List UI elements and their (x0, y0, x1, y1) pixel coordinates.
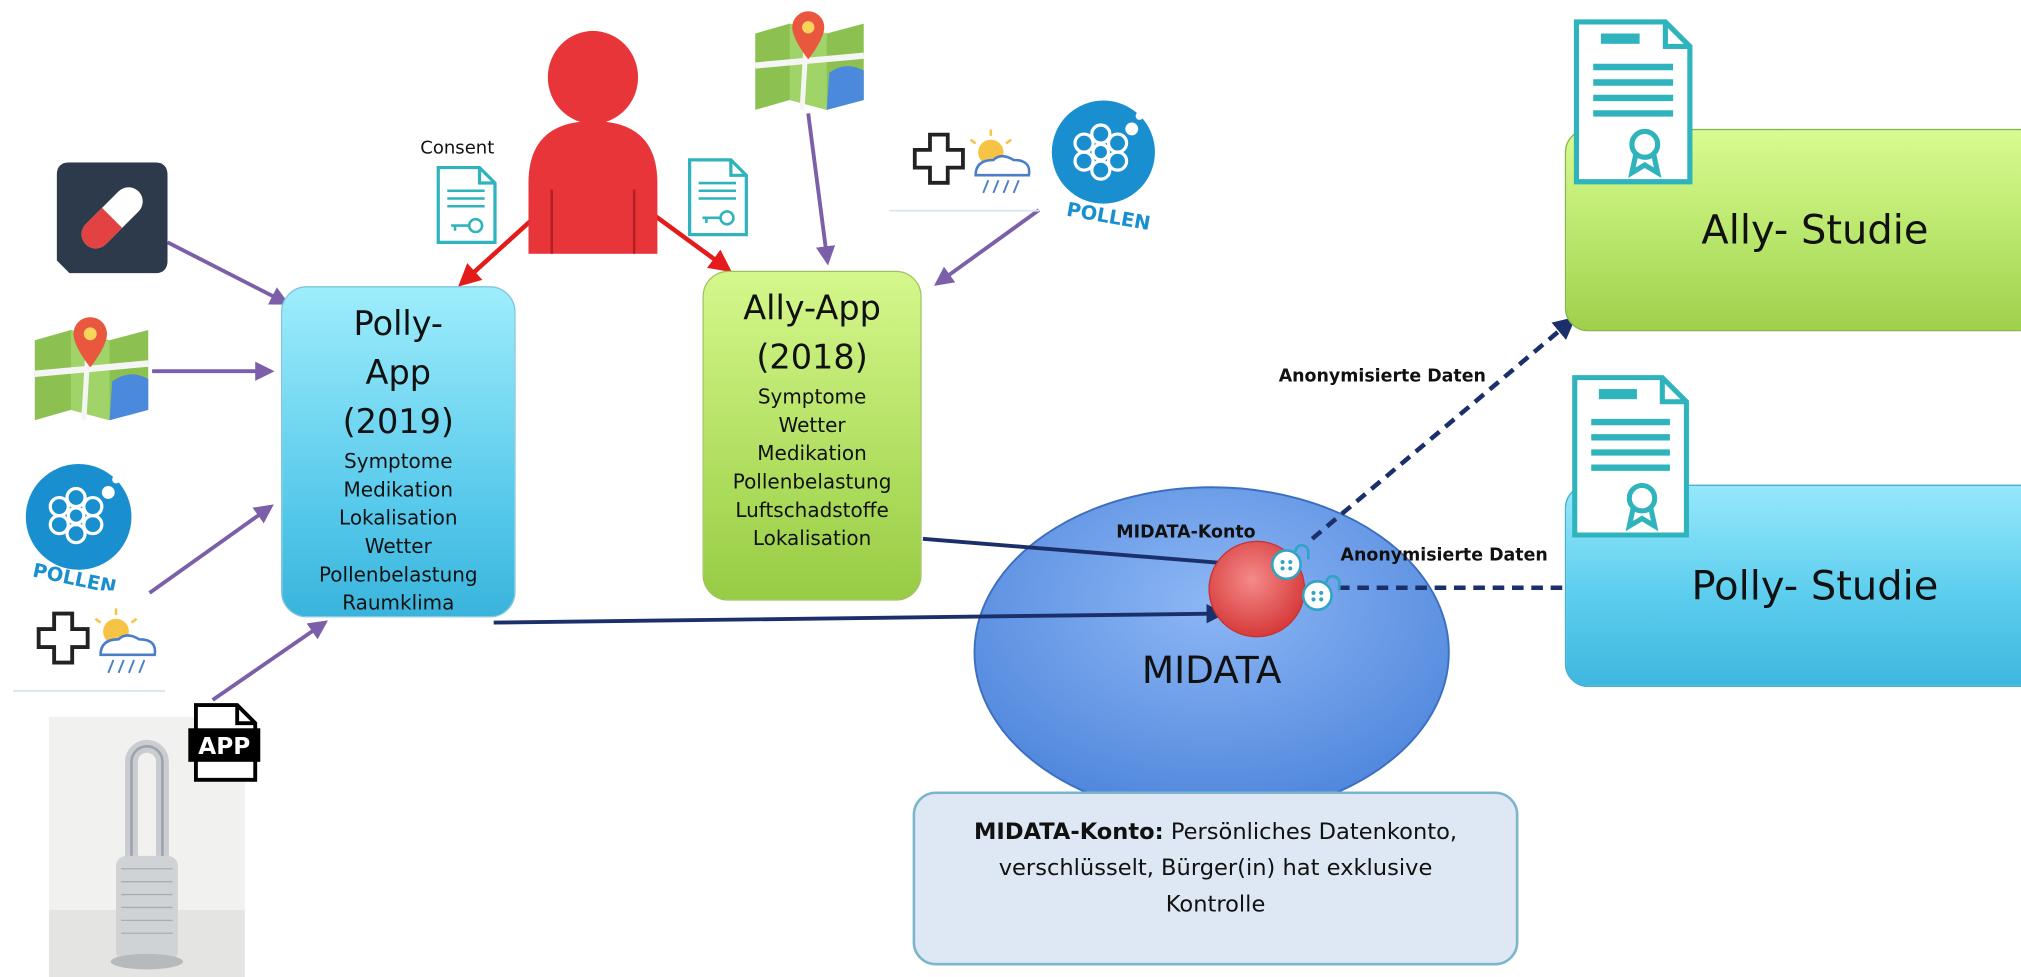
consent-document-key-icon (436, 165, 497, 244)
arrow-ally-to-midata (922, 536, 1246, 573)
lock-icon (1301, 574, 1341, 611)
ally-study-label: Ally- Studie (1701, 206, 1929, 254)
midata-info-box: MIDATA-Konto: Persönliches Datenkonto, v… (912, 791, 1519, 966)
polly-app-title-line: Polly- (353, 305, 444, 345)
ally-app-box: Ally-App (2018) Symptome Wetter Medikati… (702, 270, 922, 601)
midata-label: MIDATA (1141, 648, 1282, 693)
arrow-pill-to-polly (166, 240, 290, 305)
pollen-icon: POLLEN (1051, 100, 1155, 229)
info-line-1-text: Persönliches Datenkonto, (1163, 819, 1458, 846)
pollen-icon: POLLEN (25, 464, 132, 590)
ally-app-title-line: Ally-App (743, 290, 881, 329)
consent-document-key-icon (688, 158, 748, 237)
flow-label-polly-study: Anonymisierte Daten (1340, 545, 1548, 566)
consent-label: Consent (420, 137, 495, 159)
arrow-device-to-polly (211, 620, 329, 702)
certificate-document-icon (1573, 19, 1693, 185)
ally-app-item: Wetter (778, 413, 846, 437)
map-icon (754, 11, 865, 111)
polly-app-item: Pollenbelastung (318, 563, 478, 587)
info-line-3: Kontrolle (1165, 891, 1266, 918)
polly-app-item: Symptome (344, 449, 453, 474)
ally-app-item: Medikation (757, 442, 867, 466)
polly-app-title-line: (2019) (342, 403, 455, 443)
arrow-polly-to-midata (493, 604, 1226, 625)
info-bold: MIDATA-Konto: (973, 819, 1164, 846)
arrow-weather-pollen-to-ally (933, 208, 1041, 286)
arrow-midata-to-ally-study (1310, 316, 1577, 541)
lock-icon (1270, 543, 1310, 581)
arrow-pollen-to-polly (148, 504, 274, 595)
polly-app-item: Medikation (343, 478, 454, 502)
polly-app-item: Raumklima (342, 591, 455, 615)
midata-account-label: MIDATA-Konto (1116, 522, 1256, 543)
ally-app-item: Symptome (757, 385, 867, 409)
polly-study-label: Polly- Studie (1691, 562, 1939, 610)
polly-app-title-line: App (365, 354, 432, 394)
ally-app-title: Ally-App (2018) (704, 272, 921, 383)
certificate-document-icon (1572, 375, 1689, 538)
info-line-1: MIDATA-Konto: Persönliches Datenkonto, (915, 815, 1516, 851)
ally-app-item: Lokalisation (752, 527, 872, 551)
app-badge-text: APP (198, 733, 250, 760)
person-icon (528, 30, 658, 254)
ally-app-item: Pollenbelastung (732, 470, 892, 494)
app-file-icon: APP (188, 703, 261, 782)
ally-app-title-line: (2018) (756, 339, 868, 378)
arrow-map-to-ally (806, 113, 836, 266)
polly-app-title: Polly- App (2019) (282, 287, 514, 447)
weather-icon (12, 608, 165, 692)
polly-app-item: Wetter (364, 534, 432, 559)
polly-app-box: Polly- App (2019) Symptome Medikation Lo… (281, 286, 516, 618)
flow-label-ally-study: Anonymisierte Daten (1278, 366, 1486, 387)
map-icon (34, 317, 149, 421)
pill-icon (56, 162, 168, 274)
info-line-2: verschlüsselt, Bürger(in) hat exklusive (998, 855, 1433, 882)
ally-app-item: Luftschadstoffe (735, 498, 889, 523)
polly-app-item: Lokalisation (339, 506, 458, 530)
weather-icon (889, 129, 1040, 212)
